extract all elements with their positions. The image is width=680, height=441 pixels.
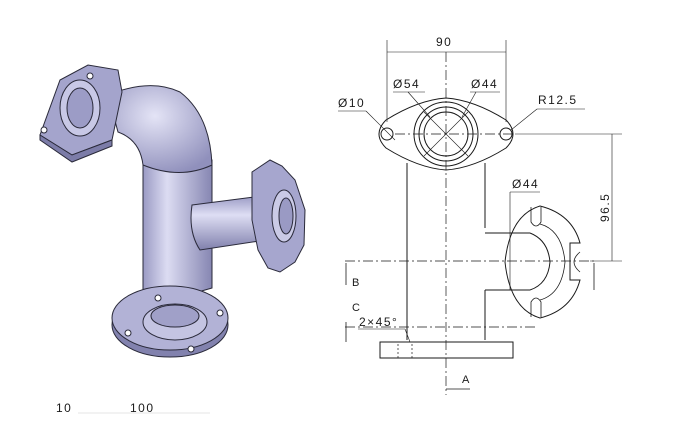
bolt-hole-right <box>499 127 513 141</box>
dim-bore-inner: Ø44 <box>471 77 498 91</box>
top-flange-hole <box>40 126 48 134</box>
orthographic-drawing <box>338 40 622 395</box>
section-label-c: C <box>352 302 360 314</box>
dim-radius: R12.5 <box>538 93 578 107</box>
bolt-hole-left <box>380 127 394 141</box>
elbow-bend <box>107 85 213 173</box>
section-label-b: B <box>352 277 359 289</box>
dim-width: 90 <box>436 35 452 49</box>
bottom-flange-hole <box>187 345 195 353</box>
dim-hole: Ø10 <box>338 96 365 110</box>
section-label-a: A <box>462 374 470 386</box>
side-branch-pipe <box>190 195 267 251</box>
dim-bore-outer: Ø54 <box>393 77 420 91</box>
top-flange-hole <box>86 72 94 80</box>
bore-54 <box>413 101 479 167</box>
side-flange-outline <box>504 205 581 319</box>
dim-side-bore: Ø44 <box>512 177 539 191</box>
bore-44 <box>423 111 469 157</box>
bottom-flange-hole <box>216 309 224 317</box>
bottom-flange-outline <box>379 341 514 359</box>
bottom-flange-hole <box>124 329 132 337</box>
bottom-flange-hole <box>154 294 162 302</box>
dim-chamfer: 2×45° <box>359 315 398 329</box>
isometric-part-view <box>39 64 306 358</box>
scale-bar: 10 100 <box>56 401 210 415</box>
scale-label-left: 10 <box>56 401 72 415</box>
scale-label-right: 100 <box>130 401 155 415</box>
top-flange-outline <box>378 97 514 171</box>
dim-height: 96.5 <box>598 193 612 222</box>
